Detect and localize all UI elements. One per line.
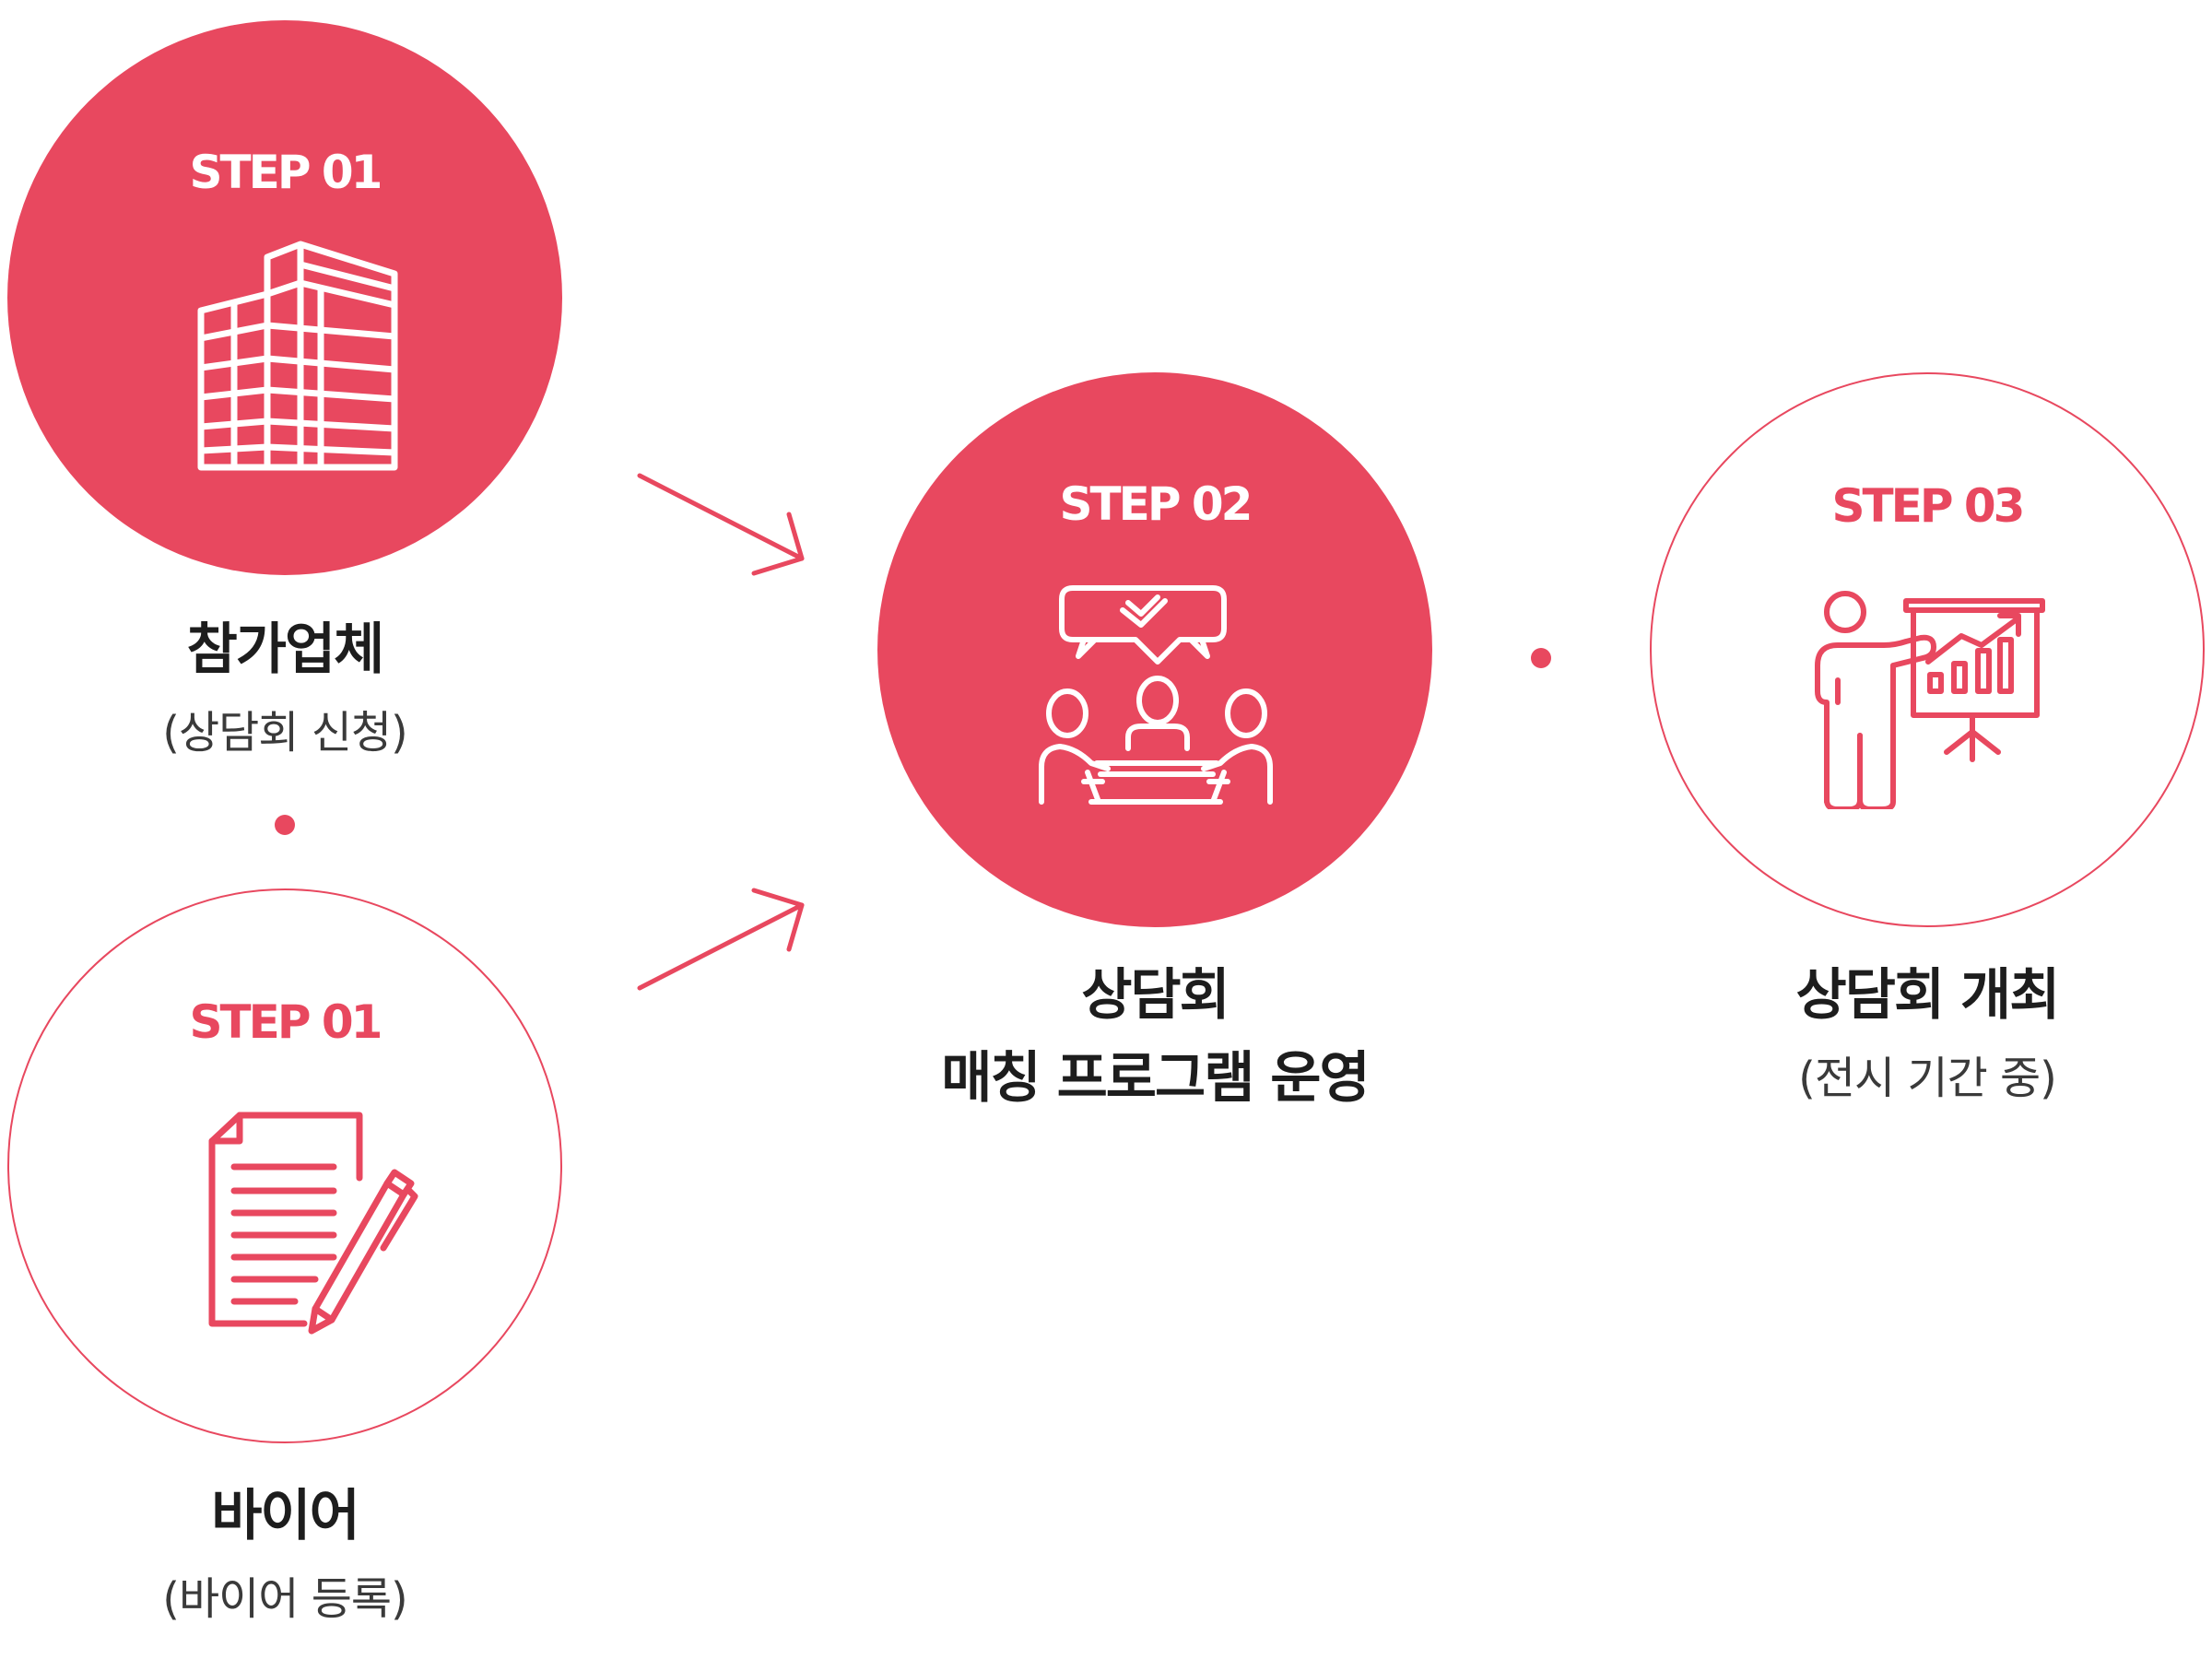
caption-matching: 상담회 매칭 프로그램 운영: [941, 954, 1370, 1120]
step-circle-matching: STEP 02: [877, 372, 1432, 927]
step-label: STEP 01: [189, 146, 383, 199]
caption-buyer: 바이어 (바이어 등록): [162, 1475, 408, 1641]
arrow-right-down-icon: [637, 473, 805, 576]
document-pen-icon: [208, 1112, 418, 1335]
step-label: STEP 01: [189, 995, 383, 1049]
caption-company: 참가업체 (상담회 신청): [162, 608, 408, 774]
separator-dot: [275, 815, 295, 835]
title-company: 참가업체: [186, 618, 385, 682]
step-circle-event: STEP 03: [1650, 372, 2205, 927]
title-matching-line2: 매칭 프로그램 운영: [941, 1046, 1370, 1111]
subtitle-company: (상담회 신청): [162, 707, 408, 759]
subtitle-event: (전시 기간 중): [1798, 1053, 2057, 1104]
caption-event: 상담회 개최 (전시 기간 중): [1795, 954, 2061, 1120]
title-buyer: 바이어: [211, 1484, 360, 1548]
step-circle-buyer: STEP 01: [7, 888, 562, 1443]
presentation-icon: [1815, 591, 2045, 809]
step-circle-company: STEP 01: [7, 20, 562, 575]
subtitle-buyer: (바이어 등록): [162, 1573, 408, 1625]
step-label: STEP 02: [1059, 477, 1253, 531]
title-matching-line1: 상담회: [1081, 963, 1230, 1028]
title-event: 상담회 개최: [1795, 963, 2061, 1028]
step-label: STEP 03: [1831, 479, 2026, 533]
separator-dot: [1531, 648, 1551, 668]
meeting-icon: [1039, 585, 1273, 805]
arrow-right-up-icon: [637, 888, 805, 991]
building-icon: [197, 241, 398, 471]
